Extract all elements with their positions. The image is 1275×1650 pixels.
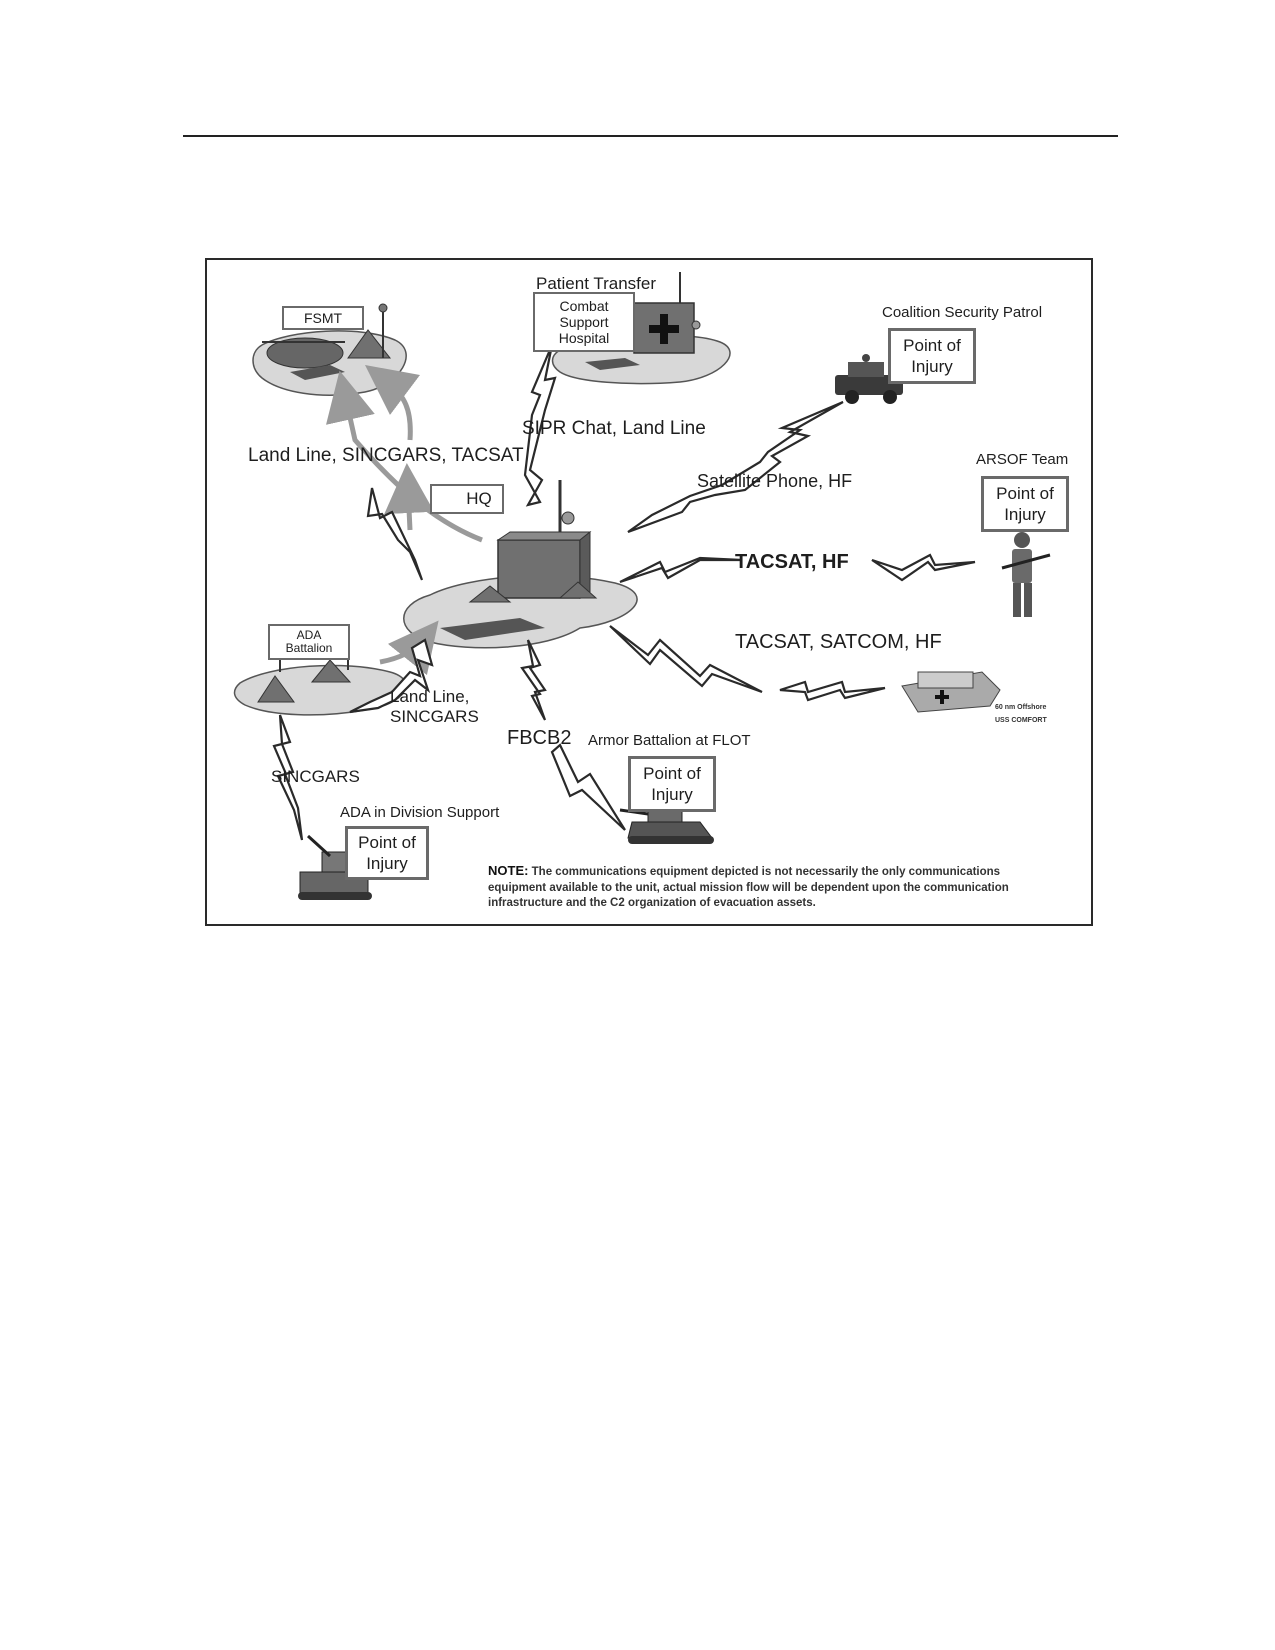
arsof-point-of-injury-box: Point of Injury (981, 476, 1069, 532)
ship-caption-line1: 60 nm Offshore (995, 704, 1047, 711)
link-label-fsmt-hq: Land Line, SINCGARS, TACSAT (248, 445, 524, 466)
armor-caption: Armor Battalion at FLOT (588, 732, 751, 749)
hq-label-box: HQ (430, 484, 504, 514)
bolt-ada-hq (349, 638, 434, 714)
hospital-ship-icon (901, 671, 1001, 713)
bolt-hospital-hq (523, 344, 557, 507)
link-label-ada-hq-line2: SINCGARS (390, 707, 479, 726)
link-label-ada-hq-line1: Land Line, (390, 687, 470, 706)
coalition-point-of-injury-box: Point of Injury (888, 328, 976, 384)
arsof-caption: ARSOF Team (976, 451, 1069, 468)
link-label-ada-division: SINCGARS (271, 767, 360, 786)
page-top-rule (183, 135, 1118, 137)
note-label: NOTE: (488, 863, 529, 878)
armor-point-of-injury-box: Point of Injury (628, 756, 716, 812)
bolt-ship-hq (609, 625, 763, 694)
hospital-label: Combat Support Hospital (558, 297, 610, 347)
note-text: The communications equipment depicted is… (488, 866, 1009, 910)
fsmt-label-box: FSMT (282, 306, 364, 330)
bolt-arsof-hq (619, 556, 743, 584)
ada-battalion-site-icon (233, 640, 407, 716)
ada-division-point-of-injury-box: Point of Injury (345, 826, 429, 880)
coalition-caption: Coalition Security Patrol (882, 304, 1043, 321)
humvee-icon (835, 354, 903, 404)
ship-caption-line2: USS COMFORT (995, 717, 1047, 724)
diagram-note: NOTE: The communications equipment depic… (488, 862, 1058, 912)
bolt-fsmt-hq (366, 487, 424, 581)
soldier-icon (1001, 532, 1051, 617)
ada-division-point-of-injury-label: Point of Injury (358, 832, 416, 873)
hq-label: HQ (466, 489, 492, 508)
link-label-hospital-hq: SIPR Chat, Land Line (522, 418, 706, 439)
link-label-armor-hq: FBCB2 (507, 727, 572, 749)
tank-icon (619, 807, 714, 844)
ada-battalion-label-box: ADA Battalion (268, 624, 350, 660)
link-label-ship-hq: TACSAT, SATCOM, HF (735, 631, 942, 653)
hospital-label-box: Combat Support Hospital (533, 292, 635, 352)
bolt-ada-division (272, 714, 304, 841)
diagram-frame (205, 258, 1093, 926)
coalition-point-of-injury-label: Point of Injury (903, 335, 961, 376)
bolt-arsof-soldier (871, 553, 976, 582)
arsof-point-of-injury-label: Point of Injury (996, 483, 1054, 524)
bolt-ship-near (779, 680, 886, 702)
bolt-armor-hq (520, 639, 547, 721)
patient-transfer-caption: Patient Transfer (536, 274, 657, 293)
ada-battalion-label: ADA Battalion (285, 627, 333, 655)
ada-division-caption: ADA in Division Support (340, 804, 500, 821)
hq-site-icon (403, 480, 638, 649)
bolt-armor-tank (550, 743, 626, 831)
link-label-coalition-hq: Satellite Phone, HF (697, 471, 853, 491)
armor-point-of-injury-label: Point of Injury (643, 763, 701, 804)
comm-link-bolts (272, 344, 976, 841)
link-label-arsof-hq: TACSAT, HF (735, 551, 849, 573)
bolt-coalition-hq (627, 400, 844, 534)
fsmt-label: FSMT (303, 310, 343, 326)
